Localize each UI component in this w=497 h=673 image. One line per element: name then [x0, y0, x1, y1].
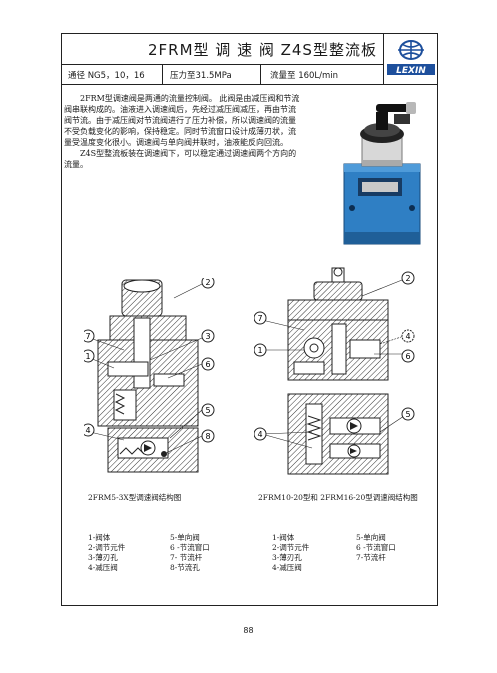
intro-paragraph: 2FRM型调速阀是两通的流量控制阀。 此阀是由减压阀和节流阀串联构成的。油液进入…: [64, 94, 300, 147]
part-item: 4-减压阀: [88, 563, 118, 572]
part-item: 5-单向阀: [356, 533, 386, 542]
callout-label: 4: [257, 430, 262, 439]
part-item: 6 -节流窗口: [170, 543, 210, 552]
left-section-diagram: 2 7 3 1 6 5 4 8: [84, 278, 215, 473]
callout-label: 2: [405, 274, 410, 283]
spec-pressure: 压力至31.5MPa: [170, 71, 232, 81]
intro-paragraph: Z4S型整流板装在调速阀下，可以稳定通过调速阀两个方向的流量。: [64, 149, 297, 169]
part-item: 2-调节元件: [272, 543, 310, 552]
parts-list-left-col1: 1-阀体 2-调节元件 3-薄刃孔 4-减压阀: [88, 533, 125, 573]
part-item: 3-薄刃孔: [88, 553, 118, 562]
title-cell: 2FRM型 调 速 阀 Z4S型整流板: [62, 34, 384, 65]
part-item: 2-调节元件: [88, 543, 126, 552]
part-item: 1-阀体: [272, 533, 295, 542]
callout-label: 6: [205, 360, 210, 369]
header: 2FRM型 调 速 阀 Z4S型整流板 通径 NG5，10，16 压力至31.5…: [62, 34, 437, 85]
callout-label: 8: [205, 432, 210, 441]
callout-label: 2: [205, 278, 210, 287]
callout-label: 4: [405, 332, 410, 341]
part-item: 7-节流杆: [356, 553, 386, 562]
intro-text: 2FRM型调速阀是两通的流量控制阀。 此阀是由减压阀和节流阀串联构成的。油液进入…: [64, 93, 302, 170]
spec-flow: 流量至 160L/min: [270, 71, 339, 81]
part-item: 1-阀体: [88, 533, 111, 542]
left-diagram-caption: 2FRM5-3X型调速阀结构图: [88, 493, 182, 502]
callout-label: 3: [205, 332, 210, 341]
callout-label: 1: [85, 352, 90, 361]
callout-label: 7: [85, 332, 90, 341]
lexin-logo-icon: LEXIN: [387, 40, 435, 76]
callout-label: 1: [257, 346, 262, 355]
callout-label: 7: [257, 314, 262, 323]
spec-diameter: 通径 NG5，10，16: [68, 71, 145, 81]
part-item: 3-薄刃孔: [272, 553, 302, 562]
part-item: 5-单向阀: [170, 533, 200, 542]
callout-label: 6: [405, 352, 410, 361]
part-item: 8-节流孔: [170, 563, 200, 572]
parts-list-right-col2: 5-单向阀 6 -节流窗口 7-节流杆: [356, 533, 396, 563]
page-number: 88: [243, 626, 254, 635]
right-diagram-caption: 2FRM10-20型和 2FRM16-20型调速阀结构图: [258, 493, 418, 502]
part-item: 4-减压阀: [272, 563, 302, 572]
divider: [260, 65, 261, 84]
callout-label: 4: [85, 426, 90, 435]
spec-row: 通径 NG5，10，16 压力至31.5MPa 流量至 160L/min: [62, 65, 384, 84]
parts-list-left-col2: 5-单向阀 6 -节流窗口 7- 节流杆 8-节流孔: [170, 533, 210, 573]
callout-label: 5: [405, 410, 410, 419]
divider: [162, 65, 163, 84]
logo-wordmark: LEXIN: [396, 66, 426, 76]
callout-label: 5: [205, 406, 210, 415]
right-section-diagram: 2 7 4 1 6 5 4: [254, 267, 415, 475]
part-item: 6 -节流窗口: [356, 543, 396, 552]
page-title: 2FRM型 调 速 阀 Z4S型整流板: [148, 41, 377, 59]
part-item: 7- 节流杆: [170, 553, 203, 562]
product-photo: [343, 102, 421, 245]
page-frame: 2FRM型 调 速 阀 Z4S型整流板 通径 NG5，10，16 压力至31.5…: [61, 33, 438, 606]
parts-list-right-col1: 1-阀体 2-调节元件 3-薄刃孔 4-减压阀: [272, 533, 309, 573]
brand-logo: LEXIN: [384, 34, 438, 84]
